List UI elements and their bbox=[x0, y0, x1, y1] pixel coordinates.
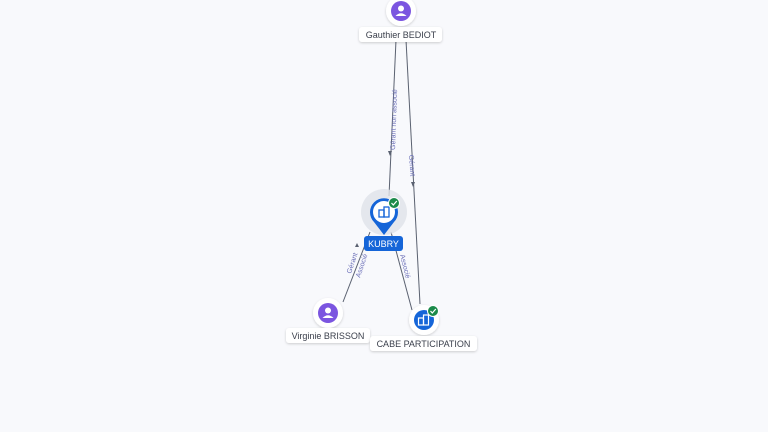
edge-gauthier-cabe[interactable] bbox=[405, 39, 421, 305]
verified-check-icon bbox=[388, 197, 400, 209]
edge-arrow-icon bbox=[355, 243, 359, 247]
node-label-cabe: CABE PARTICIPATION bbox=[377, 339, 471, 349]
edge-arrow-icon bbox=[411, 182, 415, 187]
edge-arrow-icon bbox=[388, 151, 392, 156]
edges-layer: Gérant non associé Gérant Gérant Associé… bbox=[342, 39, 421, 311]
node-label-kubry: KUBRY bbox=[368, 239, 399, 249]
node-label-gauthier: Gauthier BEDIOT bbox=[366, 30, 437, 40]
node-cabe-participation[interactable]: CABE PARTICIPATION bbox=[370, 305, 477, 351]
edge-label-gauthier-kubry: Gérant non associé bbox=[390, 89, 399, 150]
person-icon bbox=[318, 303, 338, 323]
verified-check-icon bbox=[427, 305, 439, 317]
person-icon bbox=[391, 1, 411, 21]
edge-label-gauthier-cabe: Gérant bbox=[407, 155, 415, 177]
node-gauthier-bediot[interactable]: Gauthier BEDIOT bbox=[359, 0, 442, 42]
node-kubry[interactable]: KUBRY bbox=[361, 189, 407, 251]
company-building-icon bbox=[378, 206, 390, 218]
node-label-virginie: Virginie BRISSON bbox=[292, 331, 365, 341]
node-virginie-brisson[interactable]: Virginie BRISSON bbox=[286, 298, 370, 343]
edge-gauthier-kubry[interactable] bbox=[388, 39, 397, 197]
